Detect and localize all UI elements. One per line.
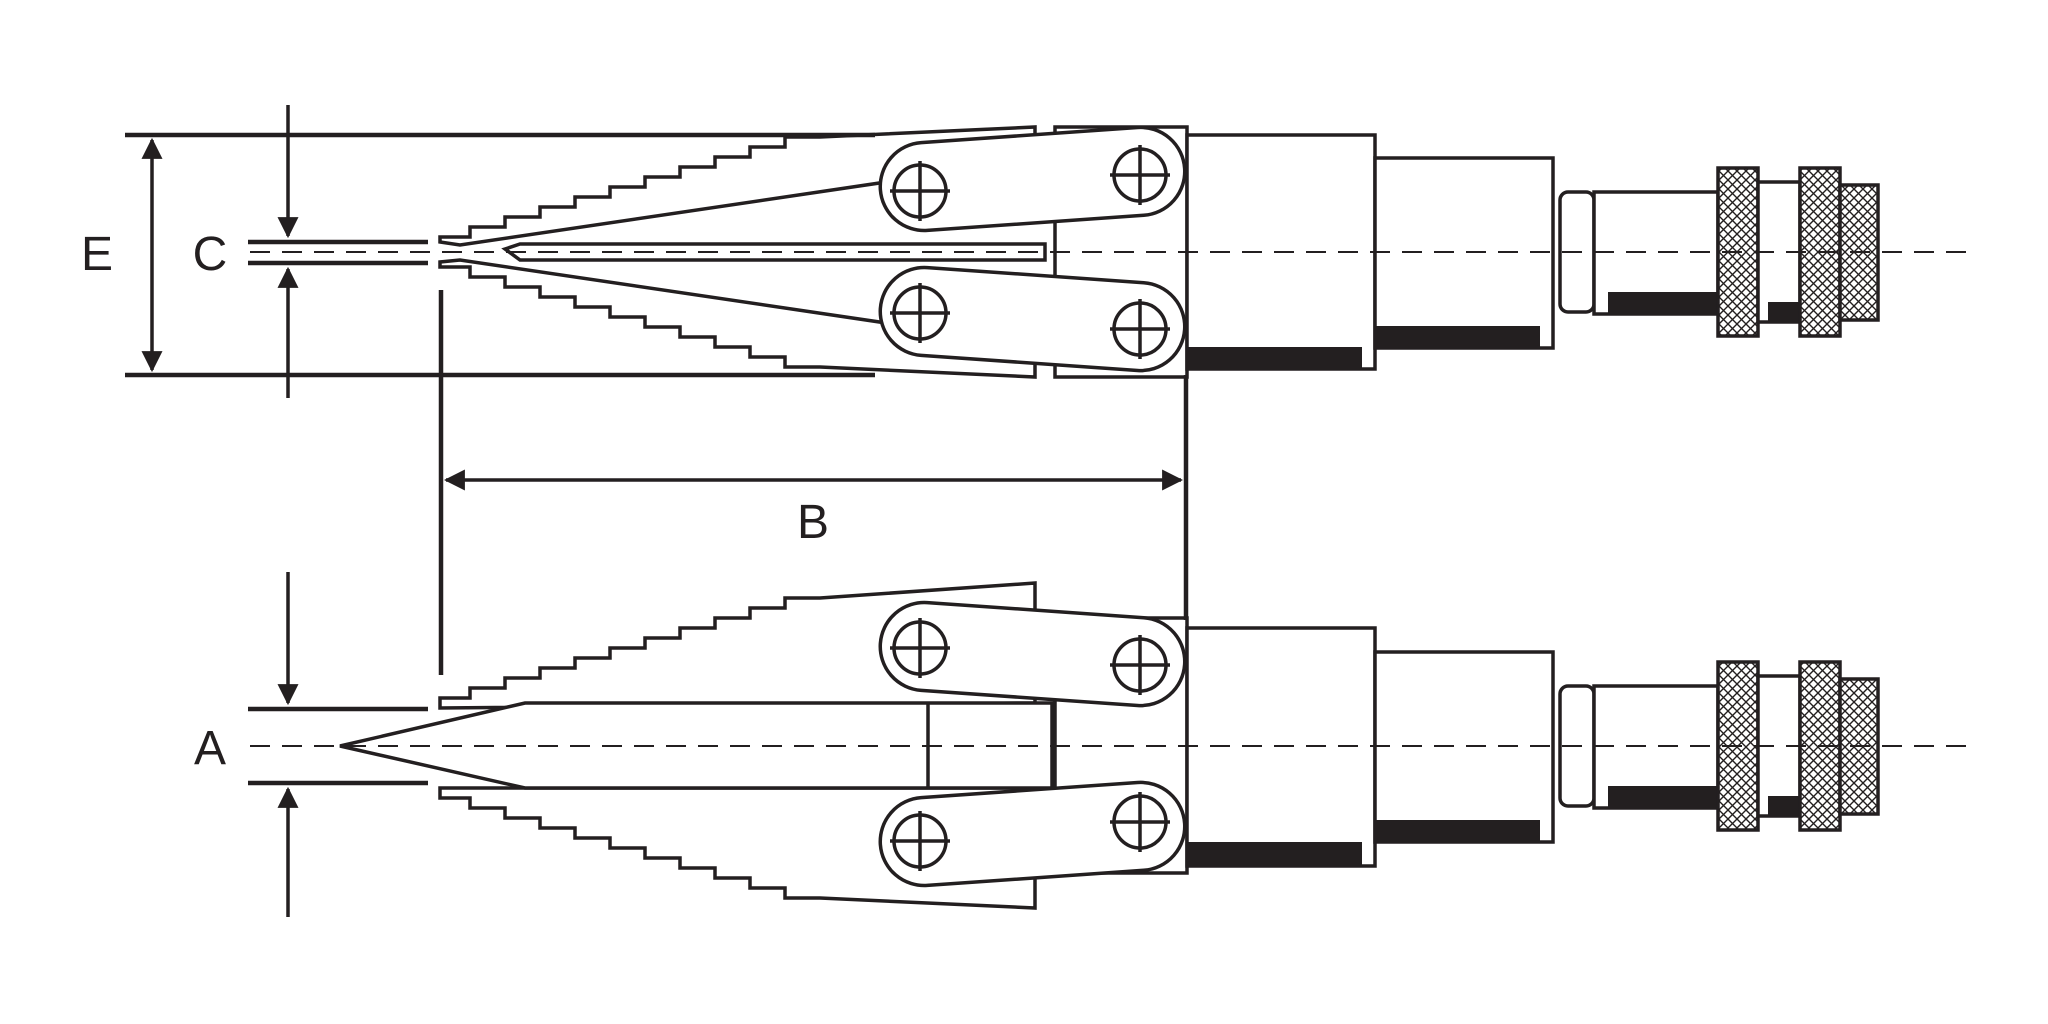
- pin-icon: [1110, 299, 1170, 359]
- pin-icon: [1110, 145, 1170, 205]
- dimension-label-e: E: [81, 228, 113, 281]
- housing-band: [1375, 326, 1540, 348]
- coupler-band: [1608, 292, 1718, 314]
- lower-link-arm-closed: [878, 780, 1187, 888]
- coupler-band: [1768, 796, 1800, 816]
- coupler-band: [1768, 302, 1800, 322]
- pin-icon: [890, 161, 950, 221]
- dimension-label-a: A: [194, 722, 226, 775]
- housing-band: [1375, 820, 1540, 842]
- dimension-label-b: B: [797, 496, 829, 549]
- dimension-e: E: [81, 132, 875, 378]
- dimension-label-c: C: [193, 228, 228, 281]
- tool-open-view: [250, 125, 1975, 379]
- housing-band: [1187, 347, 1362, 369]
- housing-band: [1187, 842, 1362, 866]
- dimension-c: C: [193, 105, 428, 398]
- pin-icon: [890, 283, 950, 343]
- cylinder-rear-open: [1373, 156, 1555, 350]
- cylinder-rear-closed: [1373, 650, 1555, 844]
- lower-link-arm-open: [878, 265, 1187, 373]
- pin-icon: [890, 618, 950, 678]
- dimension-a: A: [194, 572, 428, 917]
- tool-closed-view: [250, 581, 1975, 910]
- pin-icon: [1110, 635, 1170, 695]
- dimension-b: B: [438, 290, 1189, 675]
- upper-link-arm-closed: [878, 600, 1187, 708]
- coupler-band: [1608, 786, 1718, 808]
- lower-jaw-open: [438, 258, 1037, 379]
- pin-icon: [890, 811, 950, 871]
- upper-jaw-closed: [438, 581, 1037, 710]
- upper-link-arm-open: [878, 125, 1187, 233]
- pin-icon: [1110, 792, 1170, 852]
